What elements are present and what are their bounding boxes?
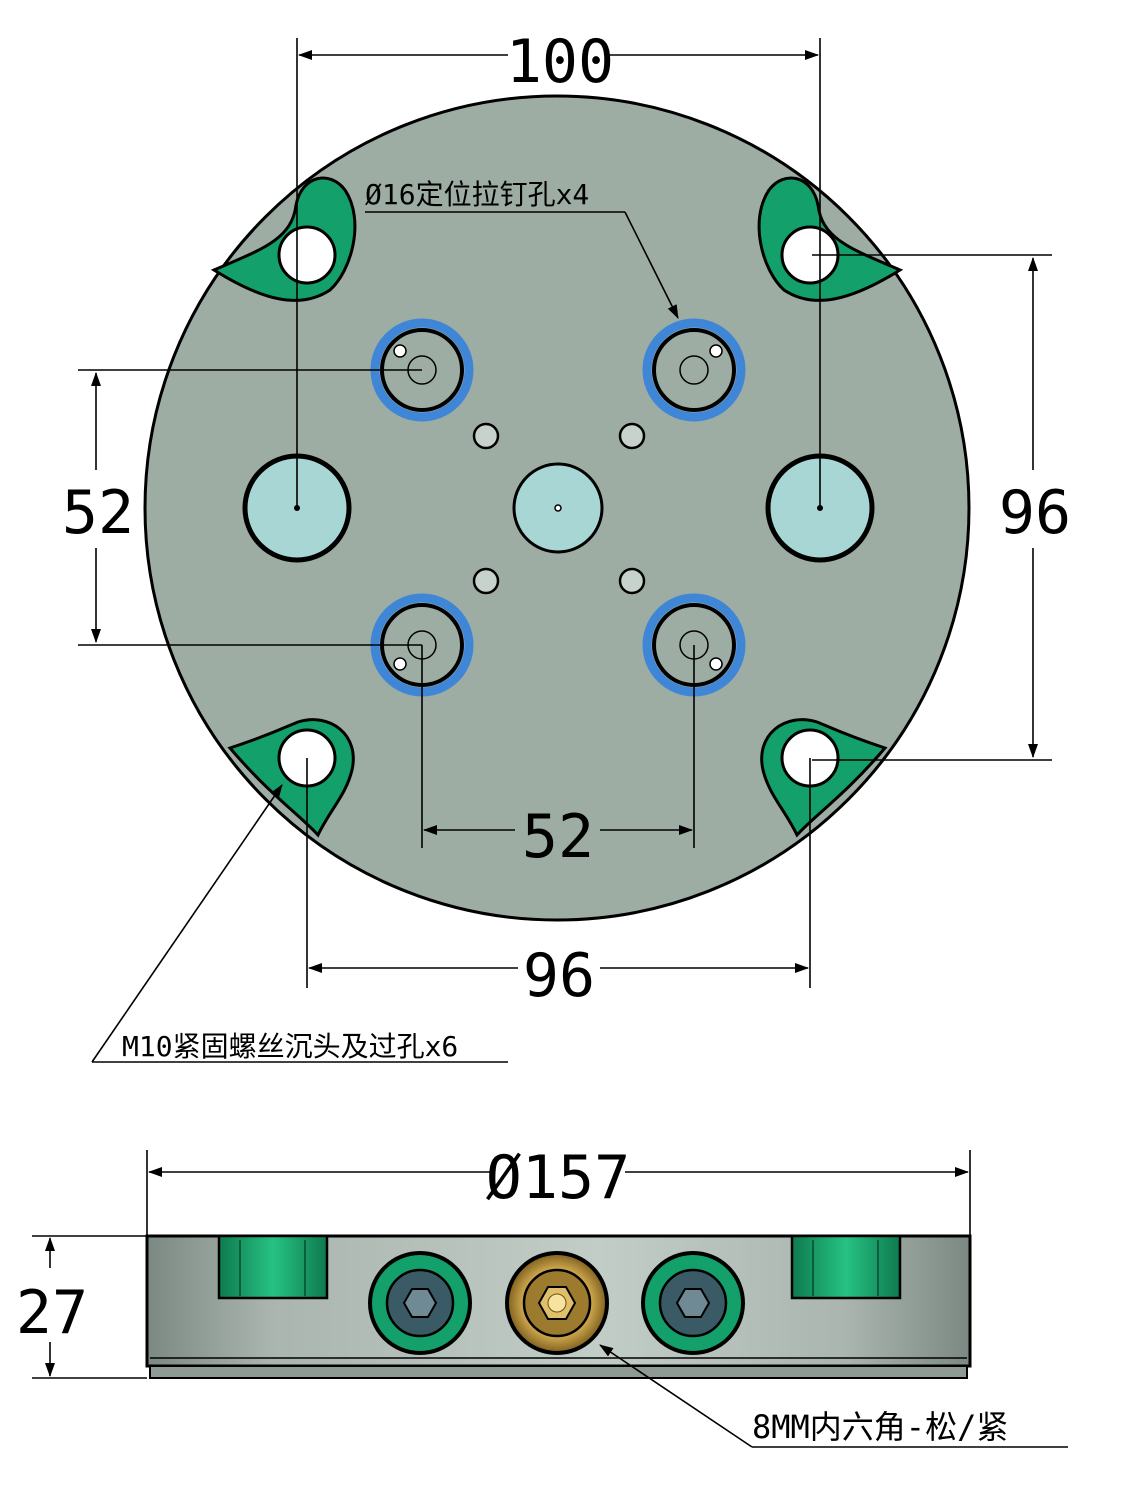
dim-inner-52: 52 bbox=[421, 645, 695, 872]
hex-screw-left bbox=[368, 1251, 472, 1355]
dim-left-52: 52 bbox=[62, 369, 422, 646]
dim-bottom-96: 96 bbox=[306, 758, 811, 1011]
note-hex-key-text: 8MM内六角-松/紧 bbox=[752, 1408, 1008, 1446]
dim-label-96-bottom: 96 bbox=[523, 941, 595, 1011]
center-point bbox=[554, 504, 562, 512]
dim-label-52-inner: 52 bbox=[522, 802, 594, 872]
dim-diameter-157: Ø157 bbox=[146, 1143, 971, 1236]
dim-top-100: 100 bbox=[296, 27, 821, 508]
hex-screw-right bbox=[641, 1251, 745, 1355]
side-lower-lip bbox=[149, 1365, 968, 1379]
dim-label-27: 27 bbox=[16, 1278, 88, 1348]
hex-screw-center-brass bbox=[505, 1251, 609, 1355]
locating-hole-tr bbox=[642, 318, 746, 422]
dim-right-96: 96 bbox=[812, 254, 1071, 761]
dim-thickness-27: 27 bbox=[16, 1235, 147, 1379]
pin-tr bbox=[618, 422, 646, 450]
dim-label-157: Ø157 bbox=[486, 1143, 631, 1213]
side-pocket-right bbox=[790, 1234, 902, 1300]
note-mounting-holes: M10紧固螺丝沉头及过孔x6 bbox=[91, 784, 508, 1063]
mount-hole-tl bbox=[277, 225, 337, 285]
note-hex-key: 8MM内六角-松/紧 bbox=[599, 1344, 1068, 1448]
side-view bbox=[145, 1234, 972, 1379]
dim-label-100: 100 bbox=[506, 27, 614, 97]
note-locating-holes-text: Ø16定位拉钉孔x4 bbox=[365, 178, 589, 211]
side-pocket-left bbox=[217, 1234, 329, 1300]
dim-label-96-right: 96 bbox=[999, 478, 1071, 548]
top-view bbox=[143, 94, 971, 922]
pin-bl bbox=[472, 567, 500, 595]
pin-br bbox=[618, 567, 646, 595]
note-locating-holes: Ø16定位拉钉孔x4 bbox=[365, 178, 679, 319]
note-mounting-holes-text: M10紧固螺丝沉头及过孔x6 bbox=[122, 1030, 458, 1063]
pin-tl bbox=[472, 422, 500, 450]
dim-label-52-left: 52 bbox=[62, 478, 134, 548]
